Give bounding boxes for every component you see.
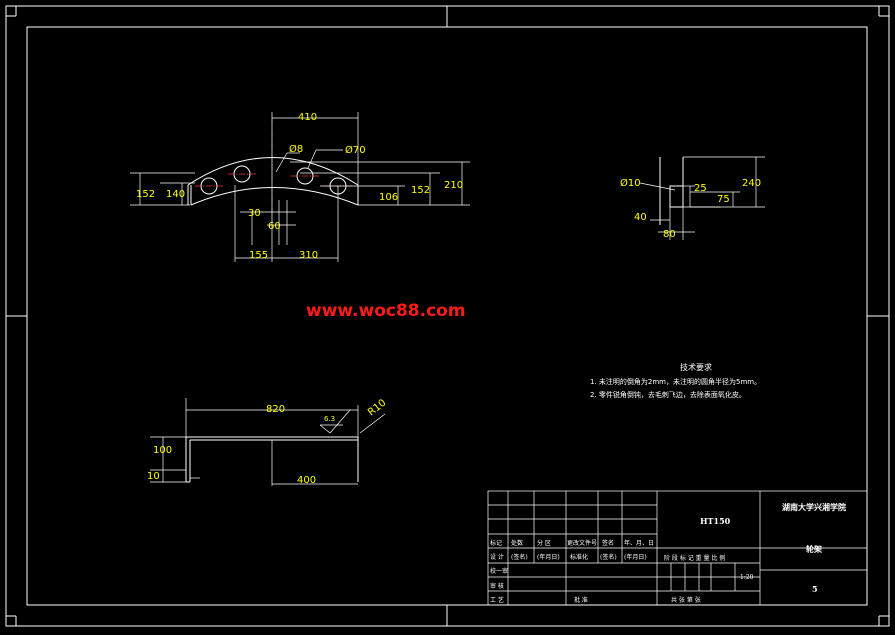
title-block-design-sign: (签名) [511, 553, 528, 561]
dim-hole-large: Ø70 [345, 144, 366, 156]
title-block-sheet-count: 共 张 第 张 [671, 596, 701, 604]
bottom-view-outline [185, 436, 359, 483]
dim-left-inner: 140 [166, 189, 185, 200]
dim-400: 400 [297, 475, 316, 486]
title-block-header-date: 年、月、日 [624, 539, 654, 547]
front-view-dim-lines [130, 112, 470, 262]
title-block-scale: 1:20 [740, 574, 754, 581]
title-block-material: HT150 [700, 516, 731, 526]
title-block-header-zone: 分 区 [537, 539, 551, 547]
tech-req-line-2: 2. 零件锐角倒钝，去毛刺飞边，去除表面氧化皮。 [590, 390, 746, 399]
title-block-header-count: 处数 [511, 539, 523, 547]
title-block-checker: 校一审 [490, 567, 508, 575]
dim-30: 30 [248, 208, 261, 219]
title-block-header-mark: 标记 [490, 539, 502, 547]
dim-10: 10 [147, 471, 160, 482]
dim-60: 60 [268, 221, 281, 232]
roughness-symbol: 6.3 [324, 415, 335, 423]
title-block-header-doc: 更改文件号 [567, 539, 597, 547]
tech-req-line-1: 1. 未注明的倒角为2mm，未注明的圆角半径为5mm。 [590, 377, 761, 386]
dim-410: 410 [298, 112, 317, 123]
title-block-standard-date: (年月日) [624, 553, 647, 561]
side-view: Ø10 25 240 75 40 80 [620, 156, 765, 240]
dim-hole-small: Ø8 [289, 143, 303, 155]
dim-hole-10: Ø10 [620, 177, 641, 189]
dim-75: 75 [717, 194, 730, 205]
sheet-border [5, 5, 890, 627]
technical-requirements: 技术要求 1. 未注明的倒角为2mm，未注明的圆角半径为5mm。 2. 零件锐角… [590, 362, 761, 399]
title-block-design: 设 计 [490, 553, 504, 561]
bottom-view-dim-lines [150, 398, 386, 486]
title-block-school: 湖南大学兴湘学院 [782, 502, 846, 512]
dim-40: 40 [634, 212, 647, 223]
title-block-review: 审 核 [490, 582, 504, 590]
front-view-dim-text: 410 Ø8 Ø70 152 140 106 152 210 30 60 155… [136, 112, 463, 261]
title-block-stage: 阶 段 标 记 重 量 比 例 [664, 554, 725, 562]
title-block-process: 工 艺 [490, 596, 504, 604]
side-view-dim-text: Ø10 25 240 75 40 80 [620, 177, 761, 240]
dim-240: 240 [742, 178, 761, 189]
dim-155: 155 [249, 250, 268, 261]
title-block-design-date: (年月日) [537, 553, 560, 561]
dim-25: 25 [694, 183, 707, 194]
dim-left-outer: 152 [136, 189, 155, 200]
dim-right-inner: 106 [379, 192, 398, 203]
title-block-sheet-no: 5 [812, 584, 818, 594]
tech-req-title: 技术要求 [680, 362, 712, 372]
dim-820: 820 [266, 404, 285, 415]
title-block-part-name: 轮架 [806, 544, 822, 554]
dim-310: 310 [299, 250, 318, 261]
side-view-outline [659, 157, 684, 225]
title-block-approve: 批 准 [574, 596, 588, 604]
dim-80: 80 [663, 229, 676, 240]
dim-right-outer: 210 [444, 180, 463, 191]
title-block-standard: 标准化 [570, 553, 588, 561]
watermark: www.woc88.com [306, 301, 466, 321]
dim-right-mid: 152 [411, 185, 430, 196]
front-view: 410 Ø8 Ø70 152 140 106 152 210 30 60 155… [130, 112, 470, 262]
side-view-dim-lines [639, 156, 765, 240]
title-block: 标记 处数 分 区 更改文件号 签名 年、月、日 设 计 (签名) (年月日) … [487, 490, 868, 606]
dim-100: 100 [153, 445, 172, 456]
title-block-header-sign: 签名 [602, 539, 614, 547]
title-block-standard-sign: (签名) [600, 553, 617, 561]
title-block-grid [487, 490, 868, 606]
